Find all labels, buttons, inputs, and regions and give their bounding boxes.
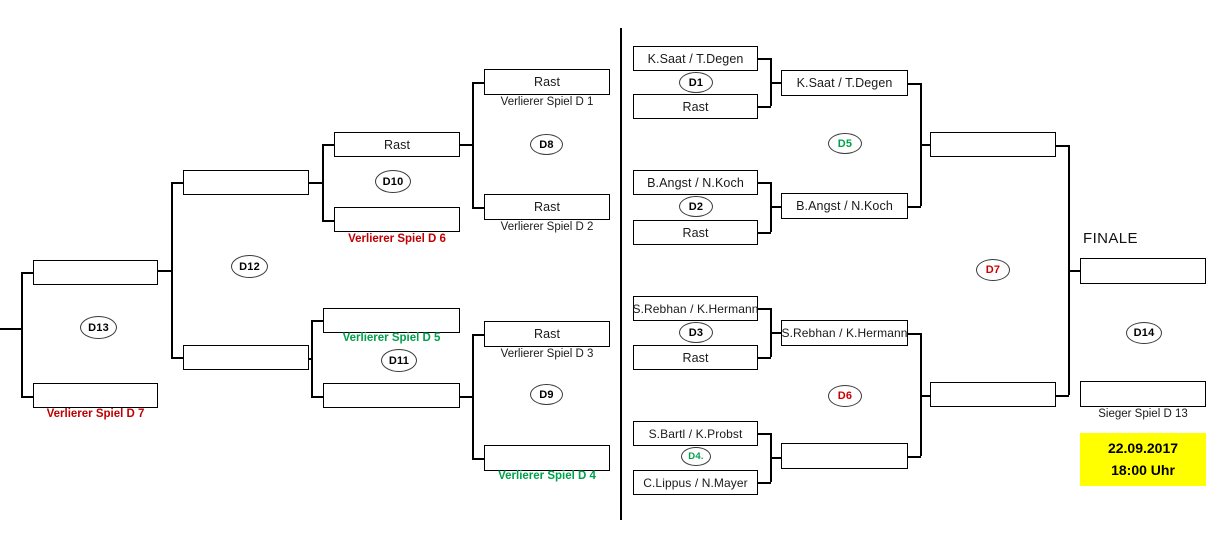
connector-d6-top-h [908, 333, 921, 335]
connector-d10-bottom-h [322, 220, 335, 222]
match-d5-slot-bottom[interactable]: B.Angst / N.Koch [781, 193, 908, 219]
match-d8-slot-top[interactable]: Rast [484, 69, 610, 95]
connector-d4-out-h [770, 457, 782, 459]
connector-d8-out-h [460, 144, 473, 146]
event-date: 22.09.2017 [1107, 439, 1179, 456]
connector-d7-bottom-h [1056, 395, 1069, 397]
match-id-d9[interactable]: D9 [530, 384, 563, 405]
match-d11-slot-top[interactable] [323, 308, 460, 333]
connector-d6-bottom-h [908, 456, 921, 458]
match-id-d6[interactable]: D6 [828, 385, 862, 407]
connector-d12-top-h [171, 182, 184, 184]
connector-d2-out-h [770, 206, 782, 208]
connector-d13-top-h [21, 272, 34, 274]
caption-verlierer-spiel-d4: Verlierer Spiel D 4 [498, 470, 596, 482]
finale-slot-top[interactable] [1080, 258, 1206, 284]
connector-d10-top-h [322, 144, 335, 146]
match-d4-slot-top[interactable]: S.Bartl / K.Probst [633, 421, 758, 446]
match-id-d11[interactable]: D11 [381, 349, 417, 372]
connector-d9-top-h [472, 334, 485, 336]
match-id-d4[interactable]: D4. [681, 447, 711, 466]
connector-d13-v [21, 272, 23, 396]
match-id-d8[interactable]: D8 [530, 134, 563, 155]
match-d4-slot-bottom[interactable]: C.Lippus / N.Mayer [633, 470, 758, 495]
connector-d5-top-h [908, 83, 921, 85]
match-id-d14[interactable]: D14 [1126, 322, 1162, 344]
connector-d11-bottom-h [311, 396, 324, 398]
event-time: 18:00 Uhr [1111, 461, 1175, 478]
connector-d3-top-h [758, 308, 771, 310]
finale-title: FINALE [1083, 230, 1138, 247]
finale-slot-bottom[interactable] [1080, 381, 1206, 407]
caption-verlierer-spiel-d1: Verlierer Spiel D 1 [500, 96, 594, 108]
match-d2-slot-bottom[interactable]: Rast [633, 220, 758, 245]
connector-d12-out-h [158, 270, 172, 272]
connector-d2-bottom-h [758, 232, 771, 234]
match-d10-slot-bottom[interactable] [334, 207, 460, 232]
connector-d4-top-h [758, 433, 771, 435]
match-d7-slot-top[interactable] [930, 132, 1056, 157]
match-d13-slot-top[interactable] [33, 260, 158, 285]
caption-verlierer-spiel-d5: Verlierer Spiel D 5 [342, 332, 441, 344]
match-d6-slot-bottom[interactable] [781, 443, 908, 469]
connector-d2-top-h [758, 182, 771, 184]
connector-d1-out-h [770, 82, 782, 84]
match-d10-slot-top[interactable]: Rast [334, 132, 460, 157]
match-d11-slot-bottom[interactable] [323, 383, 460, 408]
connector-d13-in-h [0, 328, 22, 330]
center-divider [620, 28, 622, 520]
match-id-d10[interactable]: D10 [375, 170, 411, 193]
connector-d6-v [920, 333, 922, 456]
match-d2-slot-top[interactable]: B.Angst / N.Koch [633, 170, 758, 195]
connector-d13-bottom-h [21, 396, 34, 398]
caption-sieger-spiel-d13: Sieger Spiel D 13 [1098, 408, 1188, 420]
caption-verlierer-spiel-d6: Verlierer Spiel D 6 [348, 233, 446, 245]
connector-d11-out-h [309, 358, 313, 360]
connector-d3-bottom-h [758, 357, 771, 359]
match-id-d7[interactable]: D7 [976, 259, 1010, 281]
match-d9-slot-top[interactable]: Rast [484, 321, 610, 347]
connector-d1-top-h [758, 58, 771, 60]
caption-verlierer-spiel-d3: Verlierer Spiel D 3 [500, 348, 594, 360]
match-id-d5[interactable]: D5 [828, 133, 862, 154]
caption-verlierer-spiel-d7: Verlierer Spiel D 7 [46, 408, 145, 420]
connector-d12-bottom-h [171, 357, 184, 359]
match-id-d12[interactable]: D12 [231, 255, 268, 278]
connector-d9-bottom-h [472, 458, 485, 460]
match-d3-slot-top[interactable]: S.Rebhan / K.Hermann [632, 296, 758, 321]
match-d6-slot-top[interactable]: S.Rebhan / K.Hermann [781, 320, 908, 346]
connector-d4-bottom-h [758, 482, 771, 484]
match-d1-slot-top[interactable]: K.Saat / T.Degen [633, 46, 758, 71]
match-d12-slot-bottom[interactable] [183, 345, 309, 370]
event-date-badge: 22.09.2017 18:00 Uhr [1080, 433, 1206, 486]
connector-d7-top-h [1056, 145, 1069, 147]
match-id-d2[interactable]: D2 [679, 196, 713, 217]
match-d3-slot-bottom[interactable]: Rast [633, 345, 758, 370]
match-d13-slot-bottom[interactable] [33, 383, 158, 408]
match-d8-slot-bottom[interactable]: Rast [484, 194, 610, 220]
connector-d8-top-h [472, 82, 485, 84]
match-id-d3[interactable]: D3 [679, 322, 713, 343]
match-d9-slot-bottom[interactable] [484, 445, 610, 471]
connector-d5-bottom-h [908, 206, 921, 208]
match-id-d1[interactable]: D1 [679, 72, 713, 93]
connector-d8-bottom-h [472, 207, 485, 209]
match-d12-slot-top[interactable] [183, 170, 309, 195]
connector-d6-out-h [920, 395, 931, 397]
connector-d7-out-h [1068, 270, 1080, 272]
connector-d5-out-h [920, 144, 931, 146]
match-d5-slot-top[interactable]: K.Saat / T.Degen [781, 70, 908, 96]
connector-d3-out-h [770, 332, 782, 334]
connector-d10-out-h [309, 182, 323, 184]
match-d1-slot-bottom[interactable]: Rast [633, 94, 758, 119]
caption-verlierer-spiel-d2: Verlierer Spiel D 2 [500, 221, 594, 233]
match-id-d13[interactable]: D13 [80, 316, 117, 339]
match-d7-slot-bottom[interactable] [930, 382, 1056, 407]
connector-d1-bottom-h [758, 106, 771, 108]
connector-d9-out-h [460, 396, 473, 398]
connector-d11-top-h [311, 320, 324, 322]
